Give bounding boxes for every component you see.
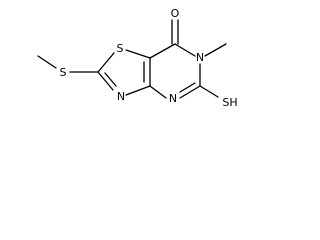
bond-c7a-c7 [149, 43, 176, 59]
bond-c5-sh [199, 85, 219, 98]
atom-sulfur-ring: S [117, 42, 124, 55]
bond-sme-methyl [37, 55, 57, 69]
bond-n4-c3a [149, 85, 167, 99]
atom-nitrogen-thiazole: N [117, 90, 125, 103]
bond-c5-n4 [179, 85, 201, 99]
chemical-structure: O S N N N SH S [37, 7, 238, 109]
bond-c2-n3-inner [104, 72, 117, 87]
bond-n6-methyl [204, 43, 227, 57]
bond-n3-c3a [125, 85, 151, 96]
bonds [37, 19, 227, 99]
atom-sulfur-thioether: S [60, 66, 67, 79]
bond-c5-n4-inner [179, 82, 196, 93]
atom-oxygen: O [171, 7, 180, 20]
atom-labels: O S N N N SH S [60, 7, 238, 109]
atom-nitrogen-methyl: N [196, 51, 204, 64]
atom-nitrogen-pyrimidine: N [169, 92, 177, 105]
bond-s1-c2 [97, 52, 115, 73]
atom-thiol: SH [222, 96, 237, 109]
bond-c2-n3 [97, 71, 114, 91]
bond-c7a-s1 [125, 49, 151, 59]
bond-c7-n6 [174, 43, 196, 57]
